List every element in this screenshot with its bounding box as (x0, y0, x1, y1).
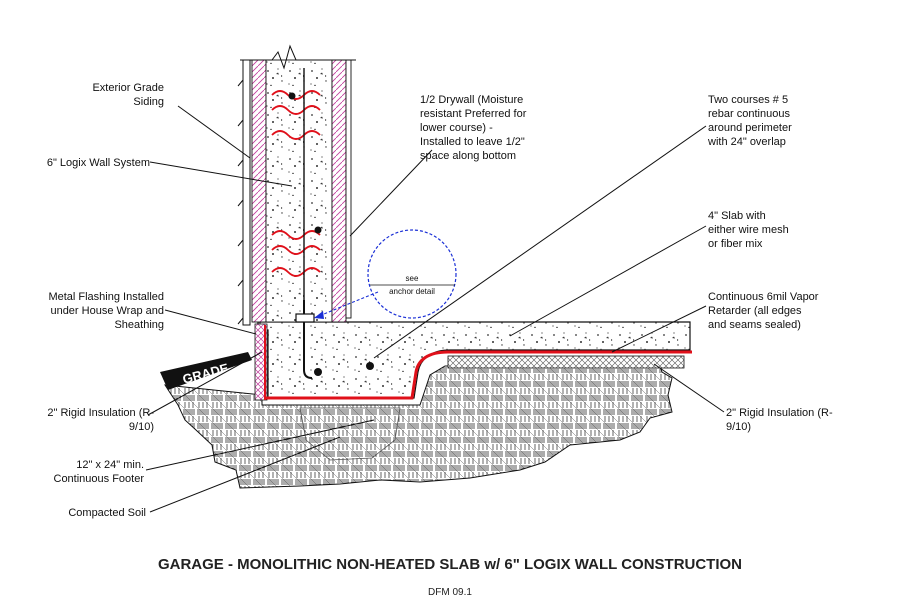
wall-inner-insulation (331, 59, 347, 323)
label-flashing: Metal Flashing Installed under House Wra… (48, 291, 164, 331)
rigid-insulation-under-slab (447, 355, 685, 369)
svg-text:Sheathing: Sheathing (114, 319, 164, 331)
svg-text:resistant Preferred for: resistant Preferred for (420, 108, 527, 120)
svg-text:9/10): 9/10) (129, 421, 154, 433)
leader-lines (145, 105, 725, 513)
vapor-retarder-line (266, 350, 692, 400)
svg-text:under House Wrap and: under House Wrap and (50, 305, 164, 317)
svg-text:Exterior Grade: Exterior Grade (92, 82, 164, 94)
svg-text:Installed to leave 1/2": Installed to leave 1/2" (420, 136, 525, 148)
label-wall-system: 6" Logix Wall System (47, 157, 150, 169)
wall-rebar-dot (314, 226, 322, 234)
svg-text:Retarder (all edges: Retarder (all edges (708, 305, 802, 317)
footer-soil-pocket (299, 407, 401, 461)
svg-text:Compacted Soil: Compacted Soil (68, 507, 146, 519)
svg-text:Metal Flashing Installed: Metal Flashing Installed (48, 291, 164, 303)
wall-break-line (240, 44, 356, 70)
anchor-bolt (303, 300, 313, 379)
drawing-title: GARAGE - MONOLITHIC NON-HEATED SLAB w/ 6… (158, 556, 742, 573)
anchor-detail-label: anchor detail (389, 287, 435, 296)
svg-text:Continuous Footer: Continuous Footer (54, 473, 145, 485)
label-soil: Compacted Soil (68, 507, 146, 519)
svg-text:around perimeter: around perimeter (708, 122, 792, 134)
svg-text:Siding: Siding (133, 96, 164, 108)
label-vapor-retarder: Continuous 6mil Vapor Retarder (all edge… (708, 291, 819, 331)
footer-rebar-dot (366, 362, 374, 370)
svg-text:or fiber mix: or fiber mix (708, 238, 763, 250)
wall-outer-insulation (251, 59, 267, 323)
anchor-plate (295, 313, 315, 323)
see-label: see (406, 274, 419, 283)
svg-text:Continuous 6mil Vapor: Continuous 6mil Vapor (708, 291, 819, 303)
svg-text:Two courses # 5: Two courses # 5 (708, 94, 788, 106)
anchor-detail-circle (367, 229, 457, 319)
label-slab: 4" Slab with either wire mesh or fiber m… (708, 210, 789, 250)
svg-text:and seams sealed): and seams sealed) (708, 319, 801, 331)
svg-text:rebar continuous: rebar continuous (708, 108, 790, 120)
footer-rebar-dot (314, 368, 322, 376)
svg-text:4" Slab with: 4" Slab with (708, 210, 766, 222)
label-rigid-insulation-right: 2" Rigid Insulation (R- 9/10) (726, 407, 833, 433)
label-rigid-insulation-left: 2" Rigid Insulation (R- 9/10) (47, 407, 154, 433)
drawing-code: DFM 09.1 (428, 587, 472, 598)
grade-band (160, 352, 252, 390)
drywall-layer (345, 59, 352, 319)
svg-text:1/2 Drywall (Moisture: 1/2 Drywall (Moisture (420, 94, 523, 106)
label-rebar: Two courses # 5 rebar continuous around … (707, 94, 792, 148)
exterior-siding (237, 59, 251, 326)
anchor-detail-arrow (313, 291, 379, 319)
svg-text:with 24" overlap: with 24" overlap (707, 136, 786, 148)
compacted-soil (164, 365, 673, 489)
svg-text:6" Logix Wall System: 6" Logix Wall System (47, 157, 150, 169)
svg-text:9/10): 9/10) (726, 421, 751, 433)
label-footer: 12" x 24" min. Continuous Footer (54, 459, 145, 485)
svg-text:lower course) -: lower course) - (420, 122, 493, 134)
svg-text:2" Rigid Insulation (R-: 2" Rigid Insulation (R- (47, 407, 154, 419)
wall-ties (271, 90, 321, 277)
wall-rebar-dot (288, 92, 296, 100)
svg-text:2" Rigid Insulation (R-: 2" Rigid Insulation (R- (726, 407, 833, 419)
svg-text:space along bottom: space along bottom (420, 150, 516, 162)
svg-text:12" x 24" min.: 12" x 24" min. (76, 459, 144, 471)
anchor-detail-arrowhead (314, 311, 324, 319)
svg-text:either wire mesh: either wire mesh (708, 224, 789, 236)
label-drywall: 1/2 Drywall (Moisture resistant Preferre… (420, 94, 527, 162)
label-siding: Exterior Grade Siding (92, 82, 164, 108)
